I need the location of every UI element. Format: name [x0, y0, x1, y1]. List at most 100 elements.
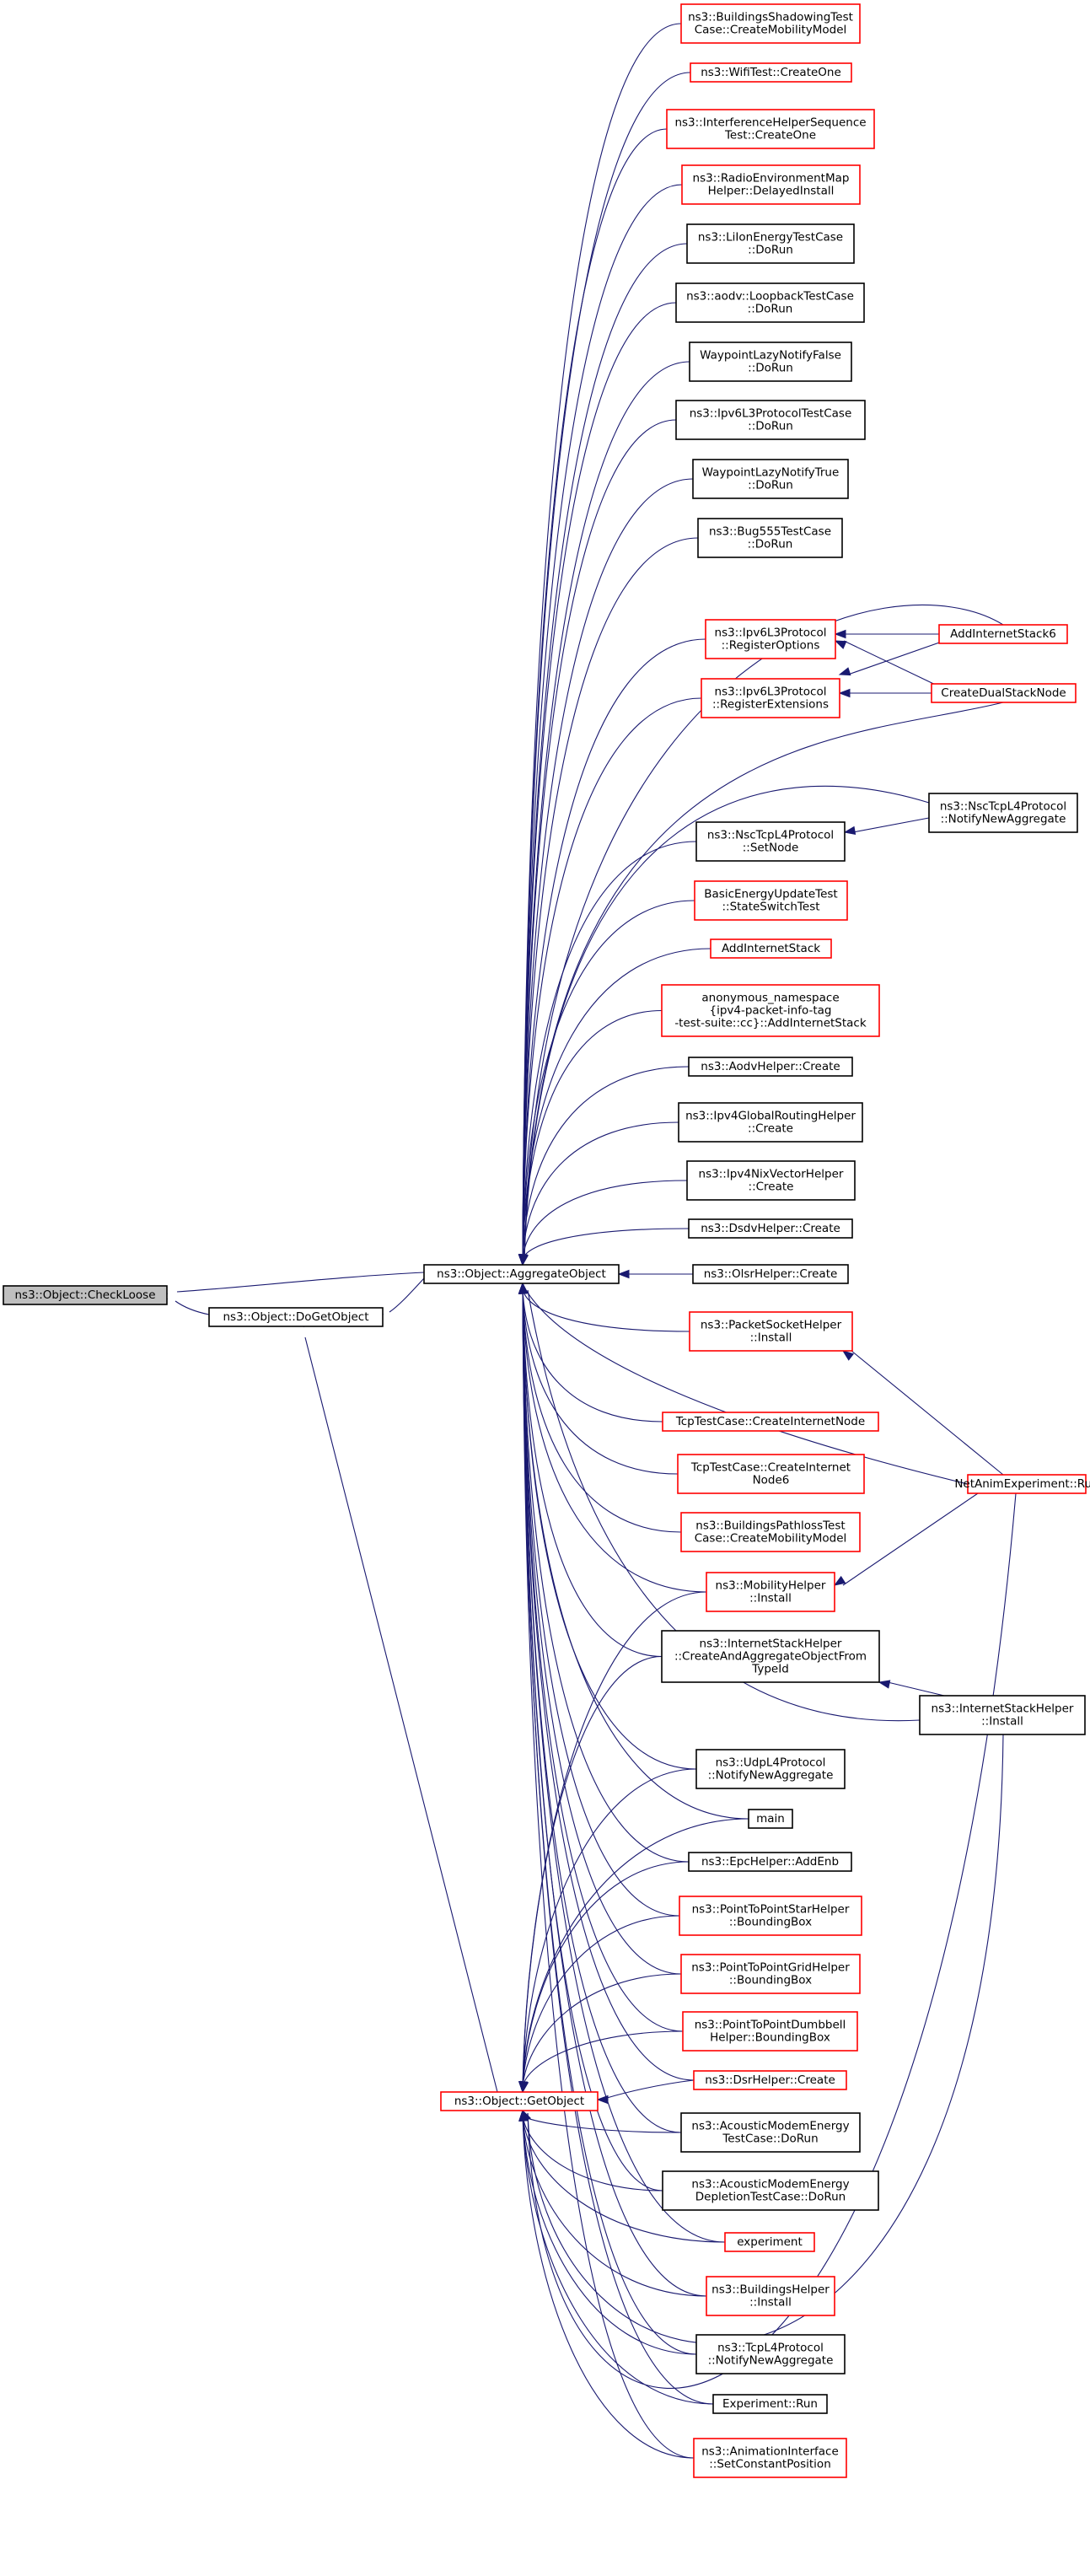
node-label-line: ns3::Ipv6L3ProtocolTestCase	[690, 407, 852, 421]
edge-animationiface-to-getobject-arrowhead	[518, 2109, 528, 2122]
node-box	[938, 624, 1068, 644]
node-basicenergy[interactable]: BasicEnergyUpdateTest::StateSwitchTest	[694, 880, 848, 921]
node-createdualstack[interactable]: CreateDualStackNode	[931, 683, 1077, 703]
node-label-line: ::SetConstantPosition	[709, 2458, 831, 2471]
node-label-line: ns3::BuildingsPathlossTest	[695, 1519, 845, 1533]
node-tcpl4[interactable]: ns3::TcpL4Protocol::NotifyNewAggregate	[695, 2334, 846, 2374]
node-interferencehelper[interactable]: ns3::InterferenceHelperSequenceTest::Cre…	[666, 109, 875, 149]
node-box	[680, 1954, 861, 1994]
node-buildingshelper[interactable]: ns3::BuildingsHelper::Install	[706, 2276, 835, 2316]
graph-edges	[155, 23, 1017, 2459]
node-ipv4globalrouting[interactable]: ns3::Ipv4GlobalRoutingHelper::Create	[678, 1102, 863, 1143]
node-box	[688, 1852, 852, 1872]
node-experiment[interactable]: experiment	[724, 2232, 815, 2252]
edge-addinternetstack6-to-registerextensions-arrowhead	[838, 667, 851, 676]
node-internetstackinstall[interactable]: ns3::InternetStackHelper::Install	[919, 1695, 1086, 1735]
node-label-line: ns3::NscTcpL4Protocol	[940, 800, 1066, 814]
node-box	[919, 1695, 1086, 1735]
node-box	[692, 1264, 849, 1284]
node-buildingspathloss[interactable]: ns3::BuildingsPathlossTestCase::CreateMo…	[680, 1512, 861, 1552]
node-internetstackcreate[interactable]: ns3::InternetStackHelper::CreateAndAggre…	[661, 1630, 880, 1683]
node-nsctcpnotify[interactable]: ns3::NscTcpL4Protocol::NotifyNewAggregat…	[928, 793, 1078, 833]
edge-ipv4globalrouting-to-aggregateobject	[522, 1121, 679, 1261]
edge-buildingspathloss-to-aggregateobject	[522, 1288, 682, 1533]
node-acousticdepletion[interactable]: ns3::AcousticModemEnergyDepletionTestCas…	[662, 2170, 879, 2211]
node-label-line: ns3::Object::AggregateObject	[437, 1267, 606, 1281]
node-checkloose[interactable]: ns3::Object::CheckLoose	[3, 1285, 168, 1305]
node-label-line: ::StateSwitchTest	[722, 901, 819, 914]
node-box	[705, 619, 836, 659]
node-addinternetstack[interactable]: AddInternetStack	[710, 938, 832, 959]
node-radioenvmap[interactable]: ns3::RadioEnvironmentMapHelper::DelayedI…	[681, 164, 861, 205]
node-p2pdumbbell[interactable]: ns3::PointToPointDumbbellHelper::Boundin…	[682, 2011, 858, 2052]
node-olsrhelper[interactable]: ns3::OlsrHelper::Create	[692, 1264, 849, 1284]
edge-mobilityhelper-to-aggregateobject	[522, 1288, 707, 1593]
node-label-line: ns3::PointToPointGridHelper	[691, 1961, 850, 1975]
node-label-line: ::Install	[981, 1715, 1023, 1729]
node-box	[928, 793, 1078, 833]
node-aggregateobject[interactable]: ns3::Object::AggregateObject	[423, 1264, 620, 1284]
node-box	[688, 1057, 853, 1077]
node-anonymousns[interactable]: anonymous_namespace{ipv4-packet-info-tag…	[661, 984, 880, 1037]
edge-dsdvhelper-to-aggregateobject	[522, 1228, 690, 1261]
node-ipv4nixvector[interactable]: ns3::Ipv4NixVectorHelper::Create	[686, 1160, 856, 1201]
edge-tcpinternetnode6-to-aggregateobject	[522, 1288, 679, 1475]
edge-internetstackinstall-to-createandaggregate	[887, 1681, 945, 1697]
node-label-line: TypeId	[751, 1663, 789, 1676]
node-dogetobject[interactable]: ns3::Object::DoGetObject	[208, 1307, 384, 1327]
node-addinternetstack6[interactable]: AddInternetStack6	[938, 624, 1068, 644]
node-ipv6registerext[interactable]: ns3::Ipv6L3Protocol::RegisterExtensions	[701, 678, 840, 718]
edge-netanimrun-to-packetsocket-arrowhead	[841, 1350, 855, 1361]
node-getobject[interactable]: ns3::Object::GetObject	[440, 2091, 599, 2111]
node-dsrhelper[interactable]: ns3::DsrHelper::Create	[693, 2070, 847, 2090]
node-waypointtrue[interactable]: WaypointLazyNotifyTrue::DoRun	[692, 459, 849, 499]
node-main[interactable]: main	[748, 1809, 793, 1829]
node-label-line: ::DoRun	[748, 538, 793, 551]
node-label-line: WaypointLazyNotifyFalse	[700, 349, 841, 363]
edge-tcpinternetnode-to-aggregateobject	[522, 1288, 663, 1422]
node-buildingsshadowing[interactable]: ns3::BuildingsShadowingTestCase::CreateM…	[680, 3, 861, 44]
edge-animationiface-to-aggregateobject	[522, 1288, 695, 2459]
node-ipv6l3testcase[interactable]: ns3::Ipv6L3ProtocolTestCase::DoRun	[675, 400, 866, 440]
node-ipv6registeroptions[interactable]: ns3::Ipv6L3Protocol::RegisterOptions	[705, 619, 836, 659]
node-box	[208, 1307, 384, 1327]
node-animationiface[interactable]: ns3::AnimationInterface::SetConstantPosi…	[693, 2438, 847, 2478]
node-aodvloopback[interactable]: ns3::aodv::LoopbackTestCase::DoRun	[675, 282, 865, 323]
node-tcpinternetnode[interactable]: TcpTestCase::CreateInternetNode	[662, 1412, 879, 1432]
node-box	[680, 1512, 861, 1552]
node-netanimrun[interactable]: NetAnimExperiment::Run	[954, 1474, 1090, 1494]
edge-dsrhelper-to-aggregateobject	[522, 1288, 695, 2081]
node-label-line: ns3::BuildingsShadowingTest	[688, 11, 853, 24]
node-label-line: AddInternetStack	[722, 942, 820, 955]
node-label-line: ::NotifyNewAggregate	[941, 813, 1066, 826]
node-mobilityhelper[interactable]: ns3::MobilityHelper::Install	[706, 1572, 835, 1612]
node-label-line: ns3::EpcHelper::AddEnb	[701, 1855, 839, 1869]
node-p2pstar[interactable]: ns3::PointToPointStarHelper::BoundingBox	[679, 1896, 862, 1936]
node-nsctcpsetnode[interactable]: ns3::NscTcpL4Protocol::SetNode	[695, 821, 846, 862]
node-epchelper[interactable]: ns3::EpcHelper::AddEnb	[688, 1852, 852, 1872]
node-waypointfalse[interactable]: WaypointLazyNotifyFalse::DoRun	[689, 341, 852, 382]
edge-p2pdumbbell-to-getobject	[522, 2030, 684, 2088]
node-aodvhelper[interactable]: ns3::AodvHelper::Create	[688, 1057, 853, 1077]
node-label-line: ns3::LiIonEnergyTestCase	[698, 231, 843, 245]
edge-netanimrun-to-mobilityhelper	[842, 1492, 979, 1586]
edge-anonymousns-to-aggregateobject	[522, 1009, 663, 1261]
node-wifitest[interactable]: ns3::WifiTest::CreateOne	[690, 62, 852, 83]
node-label-line: ns3::UdpL4Protocol	[716, 1756, 826, 1770]
node-packetsocket[interactable]: ns3::PacketSocketHelper::Install	[689, 1311, 853, 1352]
node-label-line: ::DoRun	[748, 362, 793, 375]
node-label-line: ns3::InternetStackHelper	[700, 1638, 842, 1651]
node-udpl4[interactable]: ns3::UdpL4Protocol::NotifyNewAggregate	[695, 1749, 846, 1789]
node-box	[677, 1454, 865, 1494]
node-experimentrun[interactable]: Experiment::Run	[712, 2394, 828, 2414]
node-label-line: ::NotifyNewAggregate	[708, 1769, 834, 1783]
node-label-line: ns3::AodvHelper::Create	[701, 1060, 840, 1073]
node-label-line: ::Create	[749, 1180, 794, 1194]
node-bug555[interactable]: ns3::Bug555TestCase::DoRun	[697, 518, 843, 558]
node-liionenergy[interactable]: ns3::LiIonEnergyTestCase::DoRun	[686, 223, 855, 264]
node-dsdvhelper[interactable]: ns3::DsdvHelper::Create	[688, 1218, 853, 1239]
edge-aodvhelper-to-aggregateobject	[522, 1066, 690, 1261]
node-p2pgrid[interactable]: ns3::PointToPointGridHelper::BoundingBox	[680, 1954, 861, 1994]
